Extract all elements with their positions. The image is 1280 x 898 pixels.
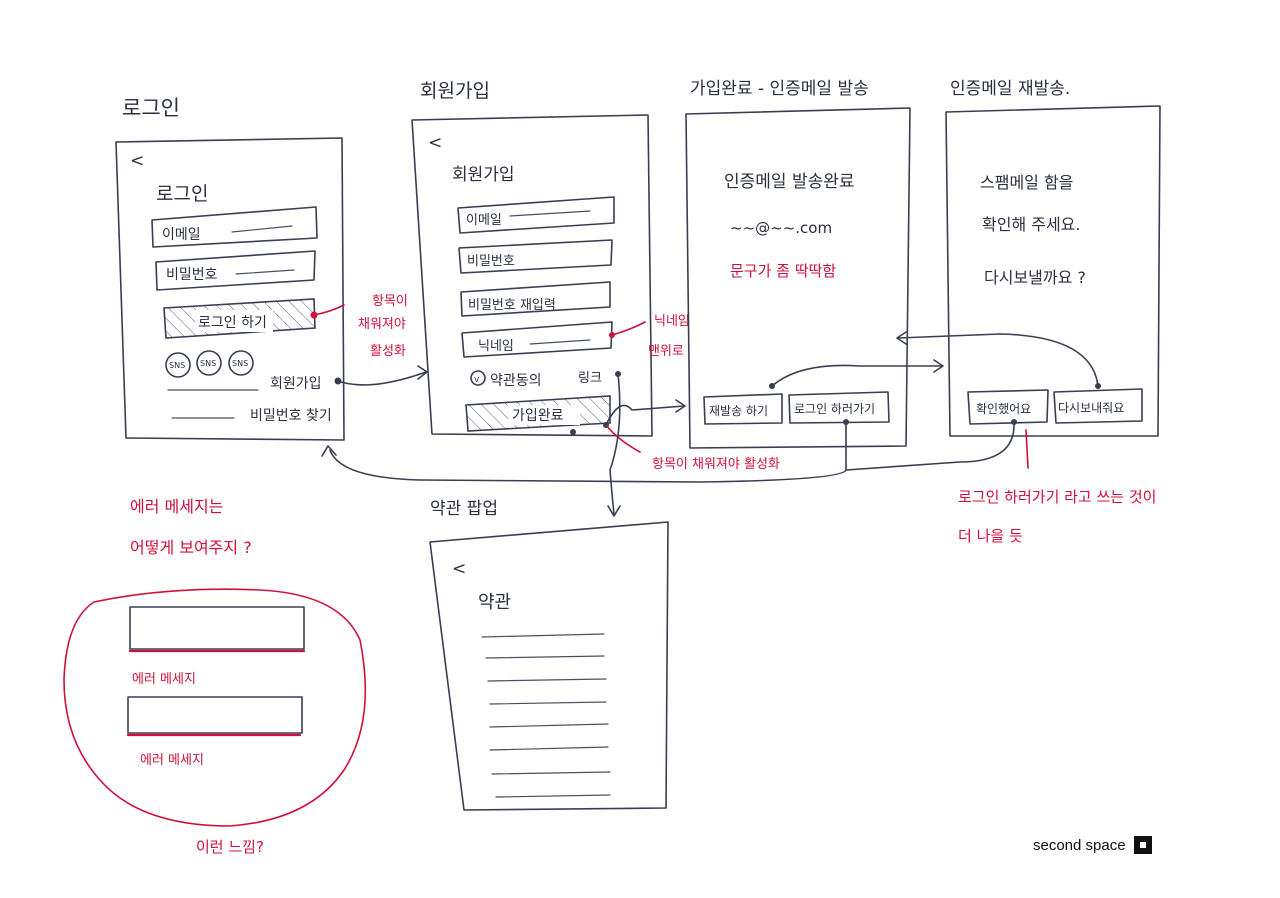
terms-title: 약관 [478, 592, 511, 613]
error-question-line1: 에러 메세지는 [130, 497, 223, 516]
error-message-2: 에러 메세지 [140, 753, 204, 768]
terms-popup-heading: 약관 팝업 [430, 499, 498, 519]
error-message-1: 에러 메세지 [132, 672, 196, 687]
signup-submit-button[interactable]: 가입완료 [465, 395, 611, 435]
email-example: ~~@~~.com [730, 219, 832, 237]
complete-screen-heading: 가입완료 - 인증메일 발송 [690, 79, 869, 99]
password-field[interactable]: 비밀번호 [155, 250, 316, 291]
svg-text:확인했어요: 확인했어요 [976, 402, 1031, 416]
svg-text:로그인 하러가기: 로그인 하러가기 [794, 402, 875, 416]
resend-phone-frame [945, 105, 1161, 437]
signup-password-confirm-field[interactable]: 비밀번호 재입력 [460, 281, 611, 317]
terms-label: 약관동의 [490, 373, 542, 389]
signup-link[interactable]: 회원가입 [270, 376, 322, 392]
flow-arrow-return-login [329, 449, 847, 483]
brand-name: second space [1033, 836, 1126, 854]
svg-text:채워져야: 채워져야 [358, 317, 406, 332]
complete-phone-frame [685, 107, 911, 449]
terms-link[interactable]: 링크 [578, 371, 602, 386]
spam-message-line1: 스팸메일 함을 [980, 173, 1073, 192]
note-login-activate: 항목이 채워져야 활성화 [310, 294, 408, 359]
terms-body-lines [481, 633, 611, 798]
svg-text:SNS: SNS [169, 361, 185, 370]
flow-arrow-back-to-complete [897, 333, 1099, 387]
terms-popup-screen: 약관 팝업 < 약관 [429, 499, 669, 811]
back-icon[interactable]: < [130, 151, 144, 171]
password-field-label: 비밀번호 [166, 267, 218, 283]
svg-text:v: v [474, 375, 480, 385]
login-screen: 로그인 < 로그인 이메일 비밀번호 로그인 하기 SNS SNS SNS 회 [115, 96, 345, 441]
svg-text:재발송 하기: 재발송 하기 [709, 404, 768, 418]
resend-again-button[interactable]: 다시보내줘요 [1053, 383, 1143, 424]
email-field-label: 이메일 [162, 227, 201, 243]
login-button-label: 로그인 하기 [198, 315, 267, 331]
terms-row: v 약관동의 링크 [470, 370, 621, 389]
flow-arrow-to-signup [337, 371, 427, 386]
sns-button-3[interactable] [228, 350, 254, 376]
resend-question: 다시보낼까요 ? [984, 268, 1086, 287]
resend-screen-heading: 인증메일 재발송. [950, 79, 1070, 99]
sns-buttons: SNS SNS SNS [165, 350, 254, 378]
note-suggestion: 로그인 하러가기 라고 쓰는 것이 더 나을 듯 [958, 429, 1156, 545]
note-wording-stiff: 문구가 좀 딱딱함 [730, 262, 836, 280]
signup-nickname-field[interactable]: 닉네임 [461, 321, 613, 358]
signup-title: 회원가입 [452, 165, 515, 185]
svg-text:다시보내줘요: 다시보내줘요 [1058, 401, 1124, 415]
spam-message-line2: 확인해 주세요. [982, 215, 1081, 234]
login-button[interactable]: 로그인 하기 [163, 298, 316, 339]
sns-button-2[interactable] [196, 350, 222, 376]
signup-screen-heading: 회원가입 [420, 80, 490, 102]
go-login-button[interactable]: 로그인 하러가기 [788, 391, 890, 425]
resend-screen: 인증메일 재발송. 스팸메일 함을 확인해 주세요. 다시보낼까요 ? 확인했어… [945, 79, 1161, 437]
confirm-button[interactable]: 확인했어요 [967, 389, 1049, 425]
svg-text:이메일: 이메일 [466, 213, 502, 228]
email-field[interactable]: 이메일 [151, 206, 318, 248]
svg-text:맨위로: 맨위로 [648, 344, 684, 359]
find-password-link[interactable]: 비밀번호 찾기 [250, 408, 332, 424]
signup-phone-frame [411, 114, 653, 437]
flow-arrow-to-complete [605, 404, 685, 426]
svg-text:더 나을 듯: 더 나을 듯 [958, 527, 1023, 545]
flow-arrow-to-terms [609, 373, 621, 515]
feel-note: 이런 느낌? [196, 838, 264, 856]
signup-screen: 회원가입 < 회원가입 이메일 비밀번호 비밀번호 재입력 닉네임 v 약관동의… [411, 80, 653, 437]
note-signup-activate: 항목이 채워져야 활성화 [605, 424, 780, 472]
svg-text:로그인 하러가기 라고 쓰는 것이: 로그인 하러가기 라고 쓰는 것이 [958, 488, 1156, 506]
svg-text:항목이 채워져야 활성화: 항목이 채워져야 활성화 [652, 457, 780, 472]
brand-square-icon [1133, 836, 1152, 854]
svg-text:활성화: 활성화 [370, 344, 406, 359]
error-sketch: 에러 메세지는 어떻게 보여주지 ? 에러 메세지 에러 메세지 이런 느낌? [63, 497, 367, 856]
svg-text:SNS: SNS [232, 359, 248, 368]
svg-text:비밀번호: 비밀번호 [467, 254, 515, 269]
terms-checkbox[interactable] [470, 370, 486, 386]
complete-message: 인증메일 발송완료 [724, 172, 855, 192]
svg-text:닉네임: 닉네임 [654, 314, 690, 329]
flow-arrow-to-resend [771, 364, 943, 387]
flow-arrow-return-a [845, 421, 1015, 471]
login-screen-heading: 로그인 [122, 96, 180, 120]
svg-text:닉네임: 닉네임 [478, 339, 514, 354]
signup-password-field[interactable]: 비밀번호 [458, 239, 613, 274]
login-title: 로그인 [156, 183, 208, 205]
error-input-2[interactable] [127, 696, 303, 734]
signup-complete-screen: 가입완료 - 인증메일 발송 인증메일 발송완료 ~~@~~.com 재발송 하… [685, 79, 911, 449]
sns-button-1[interactable] [165, 352, 191, 378]
resend-button[interactable]: 재발송 하기 [703, 383, 783, 425]
terms-phone-frame [429, 521, 669, 811]
svg-text:가입완료: 가입완료 [512, 408, 564, 424]
note-nickname-top: 닉네임 맨위로 [609, 314, 690, 359]
svg-text:항목이: 항목이 [372, 294, 408, 309]
svg-text:SNS: SNS [200, 359, 216, 368]
error-question-line2: 어떻게 보여주지 ? [130, 538, 252, 557]
brand-logo: second space [1033, 836, 1152, 854]
signup-email-field[interactable]: 이메일 [457, 196, 615, 234]
error-sketch-circle [63, 588, 367, 827]
login-phone-frame [115, 137, 345, 441]
svg-text:비밀번호 재입력: 비밀번호 재입력 [468, 298, 556, 313]
error-input-1[interactable] [129, 606, 305, 650]
back-icon[interactable]: < [452, 559, 466, 579]
back-icon[interactable]: < [428, 133, 442, 153]
